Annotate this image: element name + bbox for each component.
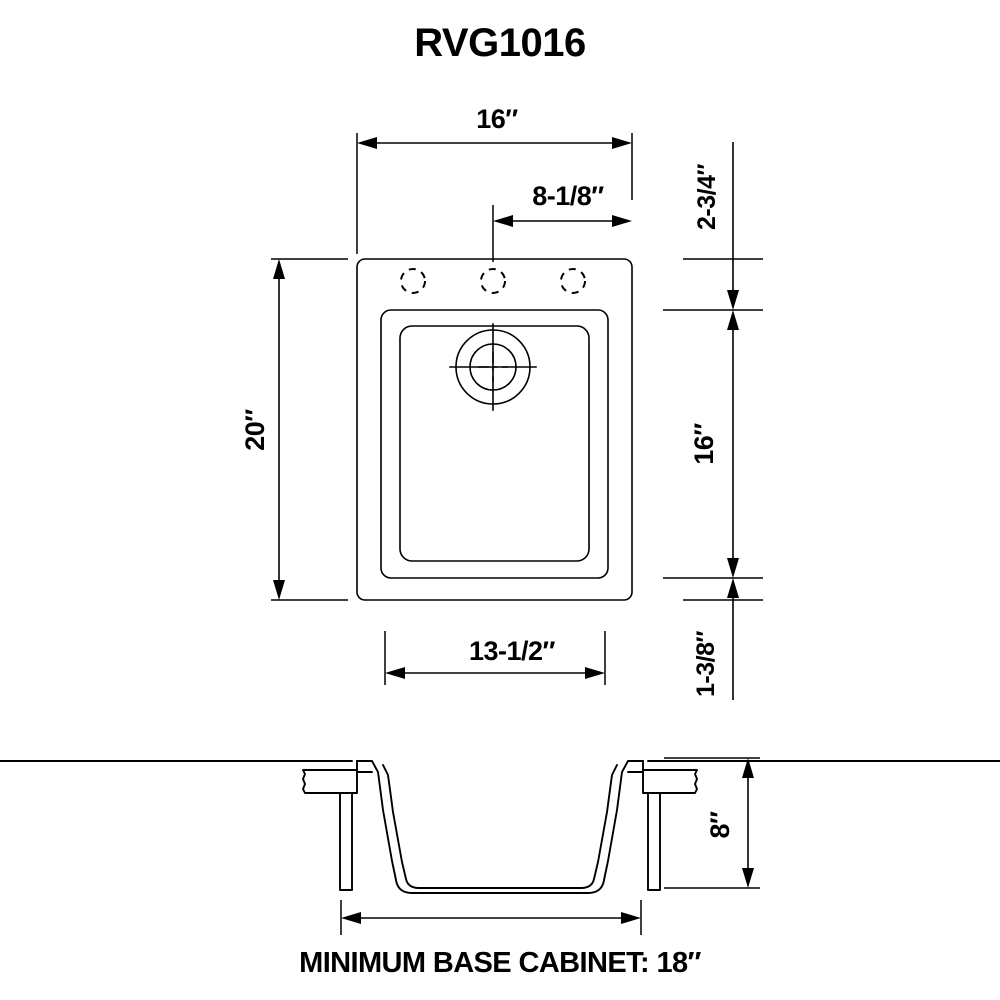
dimension-label-20-length: 20″ (240, 409, 270, 451)
bowl-inner-profile (382, 764, 618, 889)
dimension-drain-offset: 8-1/8″ (492, 181, 632, 262)
arrow-bottom (742, 868, 754, 888)
dimension-label-16-bowl: 16″ (689, 423, 719, 465)
dimension-overall-width: 16″ (356, 104, 633, 254)
sink-cross-section-view (0, 760, 1000, 894)
arrow-bottom (727, 558, 739, 578)
arrow-top (742, 758, 754, 778)
arrow-bottom (727, 290, 739, 310)
dimension-label-2-3-4: 2-3/4″ (693, 164, 721, 230)
dimension-label-16-width: 16″ (476, 104, 518, 134)
bowl-outer-profile (356, 760, 644, 894)
faucet-hole-icon (400, 268, 426, 294)
dimension-minimum-base-cabinet: MINIMUM BASE CABINET: 18″ (299, 900, 702, 979)
dimension-overall-length: 20″ (240, 258, 348, 601)
arrow-bottom (273, 580, 285, 600)
sink-bowl-outline (399, 325, 590, 562)
arrow-right (585, 667, 605, 679)
arrow-right (612, 137, 632, 149)
dimension-label-13-1-2: 13-1/2″ (469, 636, 556, 666)
arrow-top (273, 259, 285, 279)
arrow-top (727, 578, 739, 598)
page-title: RVG1016 (414, 21, 585, 65)
dimension-bowl-width: 13-1/2″ (384, 631, 606, 685)
arrow-right (612, 215, 632, 227)
arrow-left (341, 912, 361, 924)
deck-lip-left (356, 760, 373, 773)
mounting-clip-right-screw (647, 792, 661, 891)
sink-top-view (356, 258, 633, 601)
faucet-hole-icon (560, 268, 586, 294)
faucet-hole-icon (480, 268, 506, 294)
arrow-top (727, 310, 739, 330)
arrow-right (621, 912, 641, 924)
dimension-label-8-1-8: 8-1/8″ (532, 181, 604, 211)
sink-deck-outline (356, 258, 633, 601)
dimension-bowl-length: 16″ (663, 310, 763, 579)
arrow-left (385, 667, 405, 679)
dimension-label-1-3-8: 1-3/8″ (692, 631, 720, 697)
dimension-deck-to-bowl: 2-3/4″ (663, 142, 763, 311)
dimension-bowl-to-deck: 1-3/8″ (683, 578, 763, 700)
sink-bowl-rim-outline (380, 309, 609, 579)
dimension-bowl-depth: 8″ (664, 757, 760, 889)
arrow-left (493, 215, 513, 227)
cabinet-caption: MINIMUM BASE CABINET: 18″ (299, 947, 701, 979)
mounting-clip-left-screw (339, 792, 353, 891)
deck-lip-right (627, 760, 644, 773)
mounting-clip-left-plate (302, 769, 358, 794)
arrow-left (357, 137, 377, 149)
dimension-label-8-depth: 8″ (705, 811, 735, 839)
mounting-clip-right-plate (642, 769, 698, 794)
